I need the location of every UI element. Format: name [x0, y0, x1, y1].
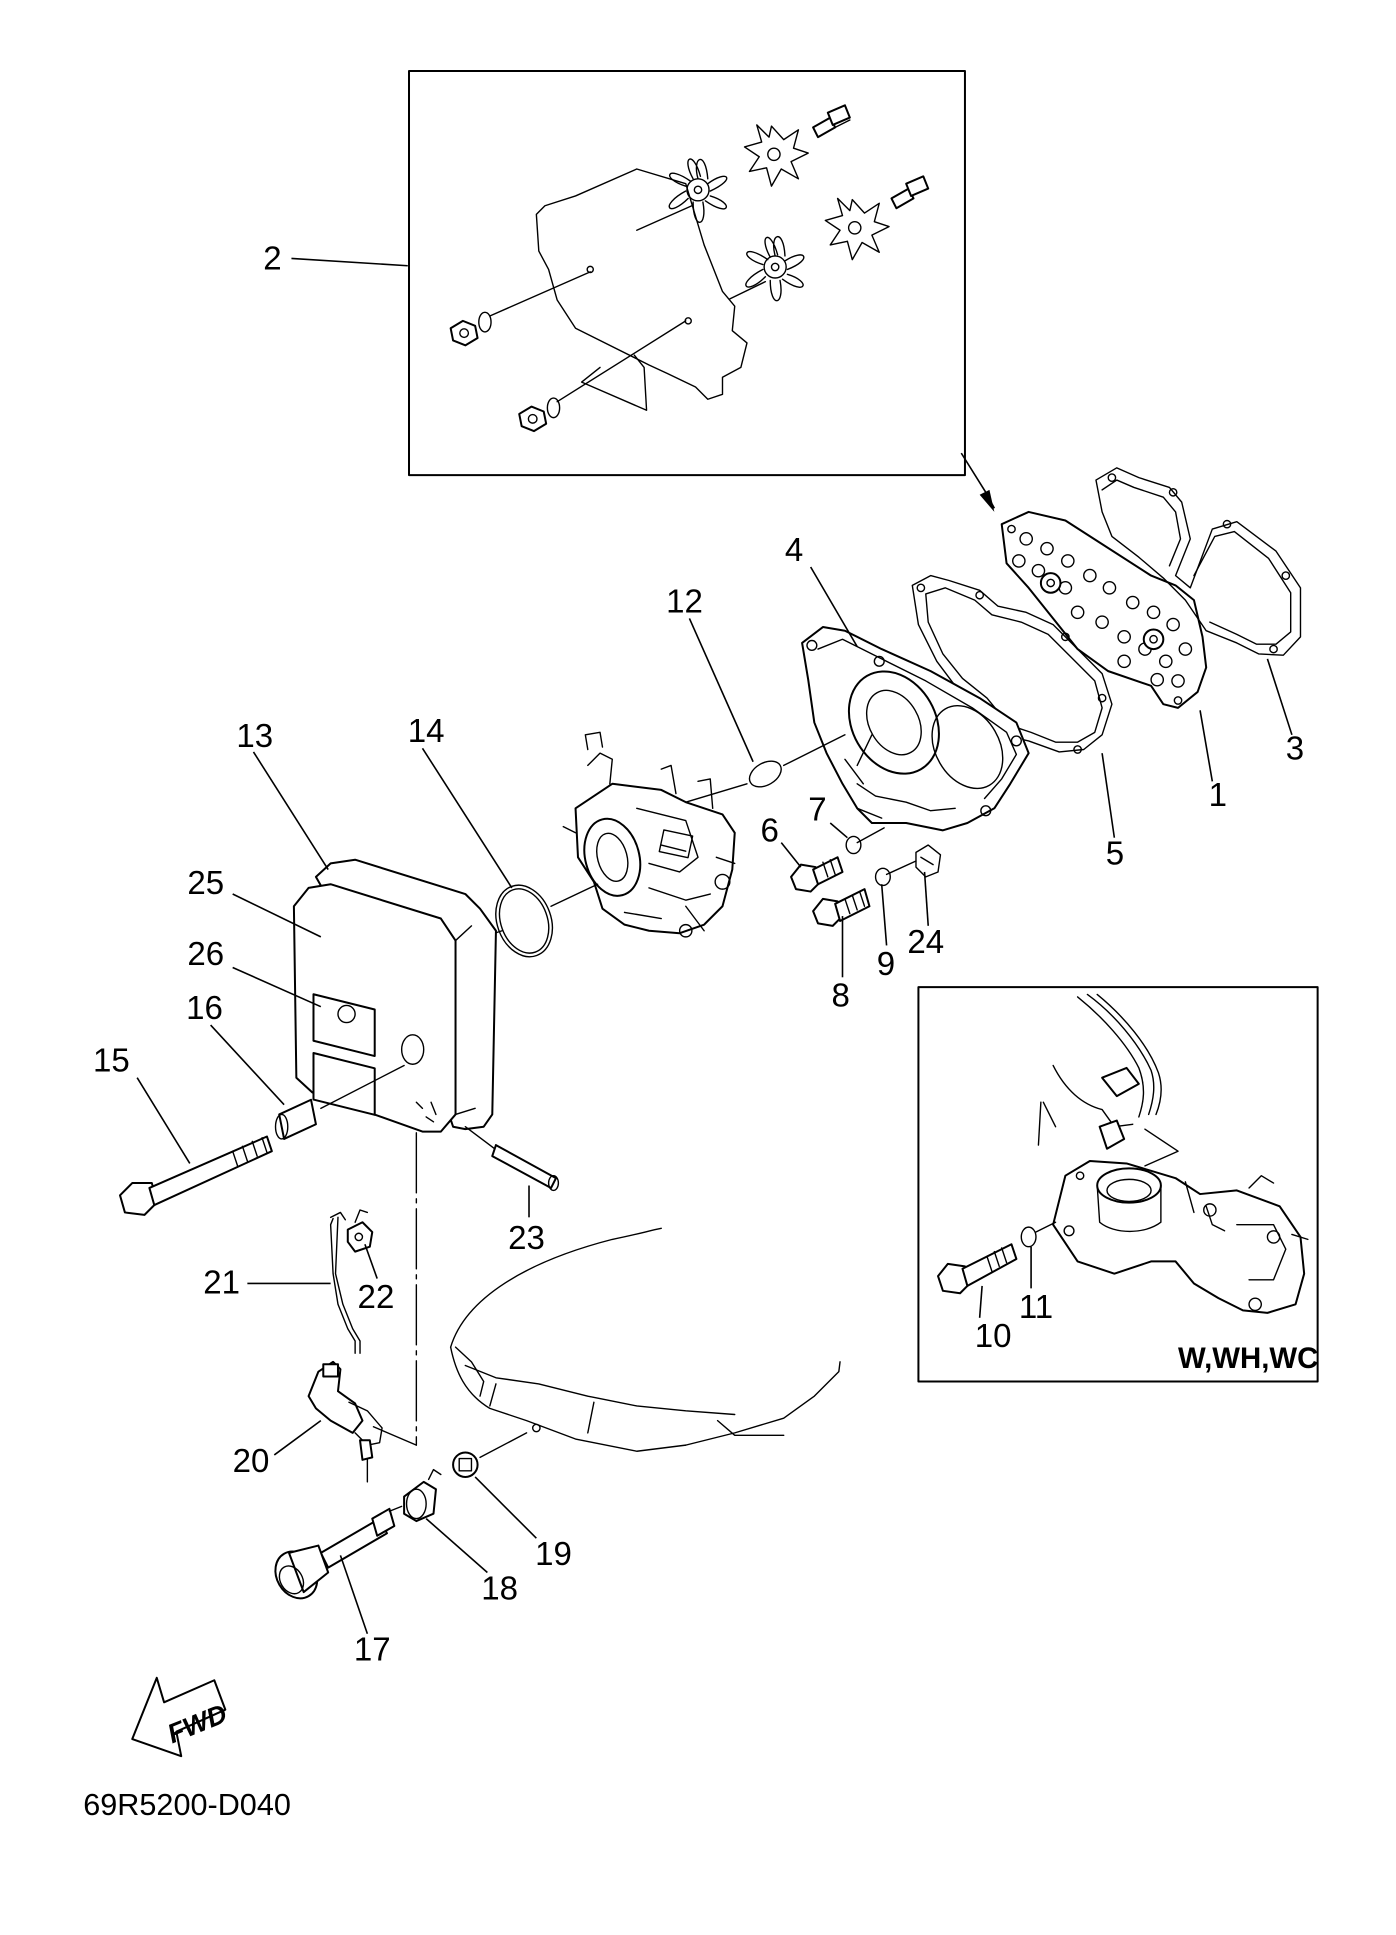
callout-24: 24 — [907, 924, 944, 961]
callout-13: 13 — [236, 718, 273, 755]
reed-stopper-lower — [825, 198, 889, 259]
bolt-six — [791, 857, 842, 891]
callout-4: 4 — [785, 532, 803, 569]
nut-washer-upper — [451, 312, 491, 345]
choke-knob-shaft — [267, 1509, 394, 1606]
hose-clip — [916, 845, 940, 877]
reed-petal-upper — [669, 159, 727, 222]
washer-seven — [846, 836, 861, 853]
reed-screw-lower — [891, 176, 928, 208]
callout-23: 23 — [508, 1220, 545, 1257]
callout-6: 6 — [760, 812, 778, 849]
document-code: 69R5200-D040 — [83, 1788, 291, 1822]
gasket-outer — [1096, 468, 1301, 655]
reed-stopper-upper — [745, 125, 809, 186]
silencer-cover — [294, 860, 496, 1132]
callout-20: 20 — [233, 1443, 270, 1480]
callout-10: 10 — [975, 1318, 1012, 1355]
grommet — [404, 1470, 441, 1521]
callout-8: 8 — [831, 978, 849, 1015]
callout-numbers: 1 2 3 4 5 6 7 8 9 10 11 12 13 14 15 16 1… — [93, 240, 1304, 1668]
callout-11: 11 — [1019, 1289, 1053, 1326]
callout-15: 15 — [93, 1043, 130, 1080]
callout-18: 18 — [481, 1570, 518, 1607]
detail-box-valve-assembly — [409, 71, 965, 475]
reed-petal-lower — [746, 237, 804, 301]
choke-lever — [309, 1362, 382, 1482]
bottom-cowling — [451, 1228, 840, 1451]
fwd-arrow-icon: FWD — [132, 1678, 231, 1756]
leader-lines — [137, 258, 1292, 1633]
callout-17: 17 — [354, 1632, 391, 1669]
reed-valve-plate — [1002, 512, 1207, 708]
label-plate-upper — [313, 994, 374, 1056]
callout-21: 21 — [203, 1264, 240, 1301]
inset-variant-label: W,WH,WC — [1178, 1342, 1318, 1375]
label-plate-lower — [313, 1053, 374, 1115]
long-bolt — [120, 1137, 272, 1215]
callout-7: 7 — [808, 792, 826, 829]
bolt-eight — [813, 889, 869, 926]
washer-nine — [876, 868, 891, 885]
callout-5: 5 — [1106, 836, 1124, 873]
reed-screw-upper — [813, 105, 850, 137]
nut-washer-lower — [519, 398, 559, 431]
detail-inset-variant — [918, 987, 1317, 1381]
choke-link-rod — [331, 1212, 360, 1353]
o-ring-small — [745, 756, 786, 792]
intake-manifold — [802, 627, 1029, 830]
callout-14: 14 — [408, 713, 445, 750]
carburetor — [563, 732, 734, 937]
callout-2: 2 — [263, 240, 281, 277]
callout-16: 16 — [186, 990, 223, 1027]
rod-clamp — [348, 1210, 372, 1252]
collar — [276, 1100, 316, 1139]
callout-1: 1 — [1209, 777, 1227, 814]
callout-19: 19 — [535, 1536, 572, 1573]
pin — [492, 1145, 558, 1190]
callout-26: 26 — [187, 936, 224, 973]
seal-ring — [453, 1452, 477, 1476]
callout-9: 9 — [877, 946, 895, 983]
callout-25: 25 — [187, 865, 224, 902]
callout-12: 12 — [666, 583, 703, 620]
callout-22: 22 — [358, 1279, 395, 1316]
callout-3: 3 — [1286, 730, 1304, 767]
